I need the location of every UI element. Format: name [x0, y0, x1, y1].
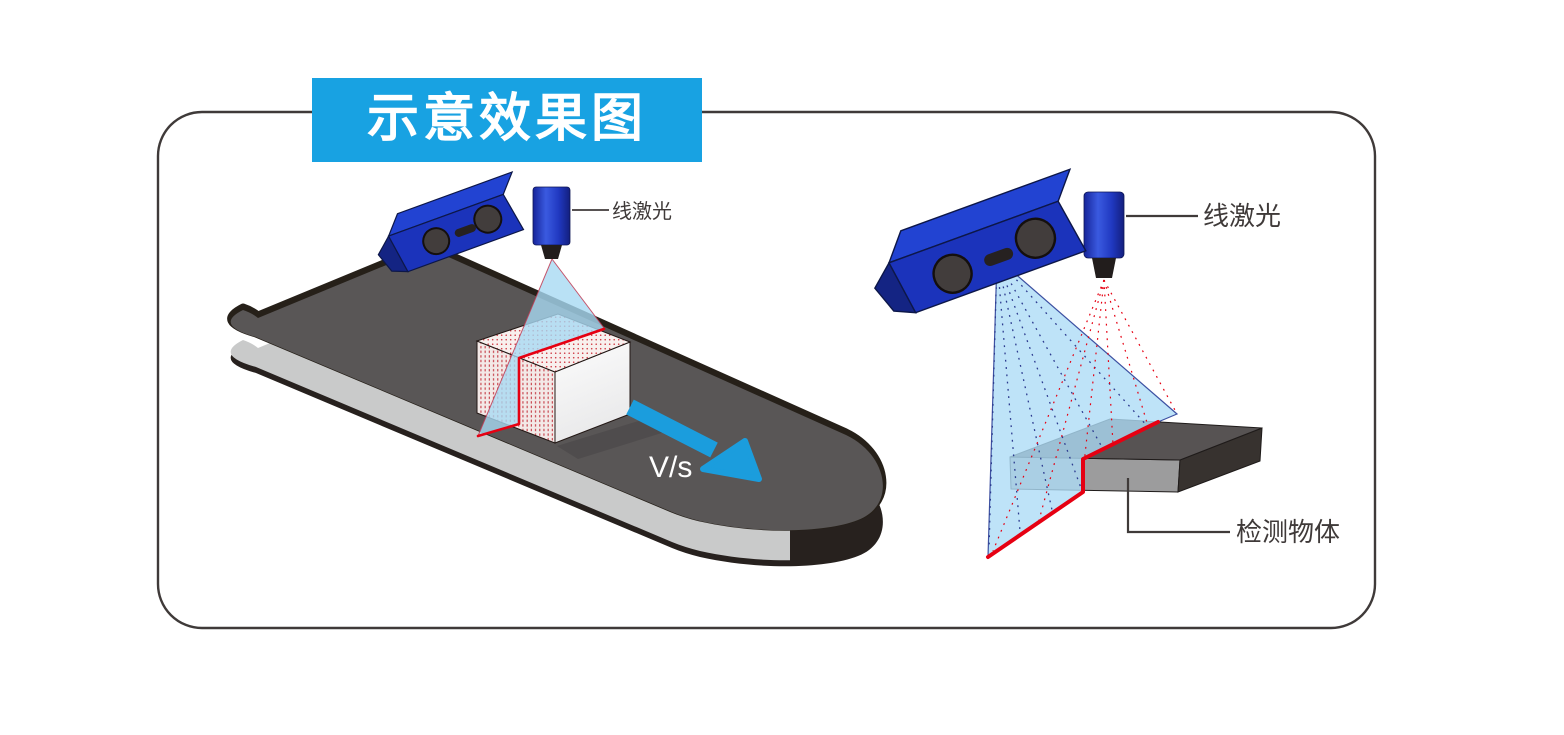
camera-projector-slot [454, 224, 476, 237]
laser-callout: 线激光 [572, 200, 672, 223]
object-callout: 检测物体 [1126, 478, 1340, 547]
laser-profile-line [476, 327, 606, 438]
banner-background [312, 78, 702, 162]
laser-body [532, 186, 571, 246]
title-banner: 示意效果图 [312, 78, 702, 162]
camera-lens-icon [422, 227, 451, 256]
belt-speed-label: V/s [649, 451, 692, 484]
laser-rays [992, 279, 1177, 552]
line-laser-label: 线激光 [1203, 201, 1281, 231]
stereo-camera [377, 170, 525, 273]
line-laser-label: 线激光 [612, 200, 672, 223]
laser-nozzle [1092, 258, 1116, 278]
arrow-head [700, 438, 762, 482]
line-laser-device [1083, 191, 1125, 278]
camera-projector-slot [984, 247, 1014, 267]
laser-body [1083, 191, 1125, 259]
camera-sight-rays [988, 257, 1149, 550]
box-shadow [557, 419, 668, 459]
laser-callout: 线激光 [1126, 201, 1281, 231]
right-scene-object-scanning: 线激光 检测物体 [874, 168, 1340, 559]
detected-object-label: 检测物体 [1236, 517, 1340, 547]
callout-connector-line [1126, 478, 1230, 534]
laser-nozzle [541, 245, 562, 259]
diagram-frame [156, 110, 1377, 630]
left-scene-conveyor-scanning: 线激光 V/s [227, 170, 887, 567]
page-title: 示意效果图 [367, 90, 647, 148]
belt-direction-arrow-icon [626, 399, 762, 482]
camera-lens-icon [1014, 217, 1057, 259]
stereo-camera [874, 168, 1087, 314]
camera-lens-icon [473, 204, 503, 234]
camera-fov-beam [987, 256, 1179, 559]
laser-profile-line [986, 420, 1160, 559]
camera-lens-icon [932, 253, 973, 294]
arrow-shaft [626, 399, 718, 458]
line-laser-device [532, 186, 571, 259]
